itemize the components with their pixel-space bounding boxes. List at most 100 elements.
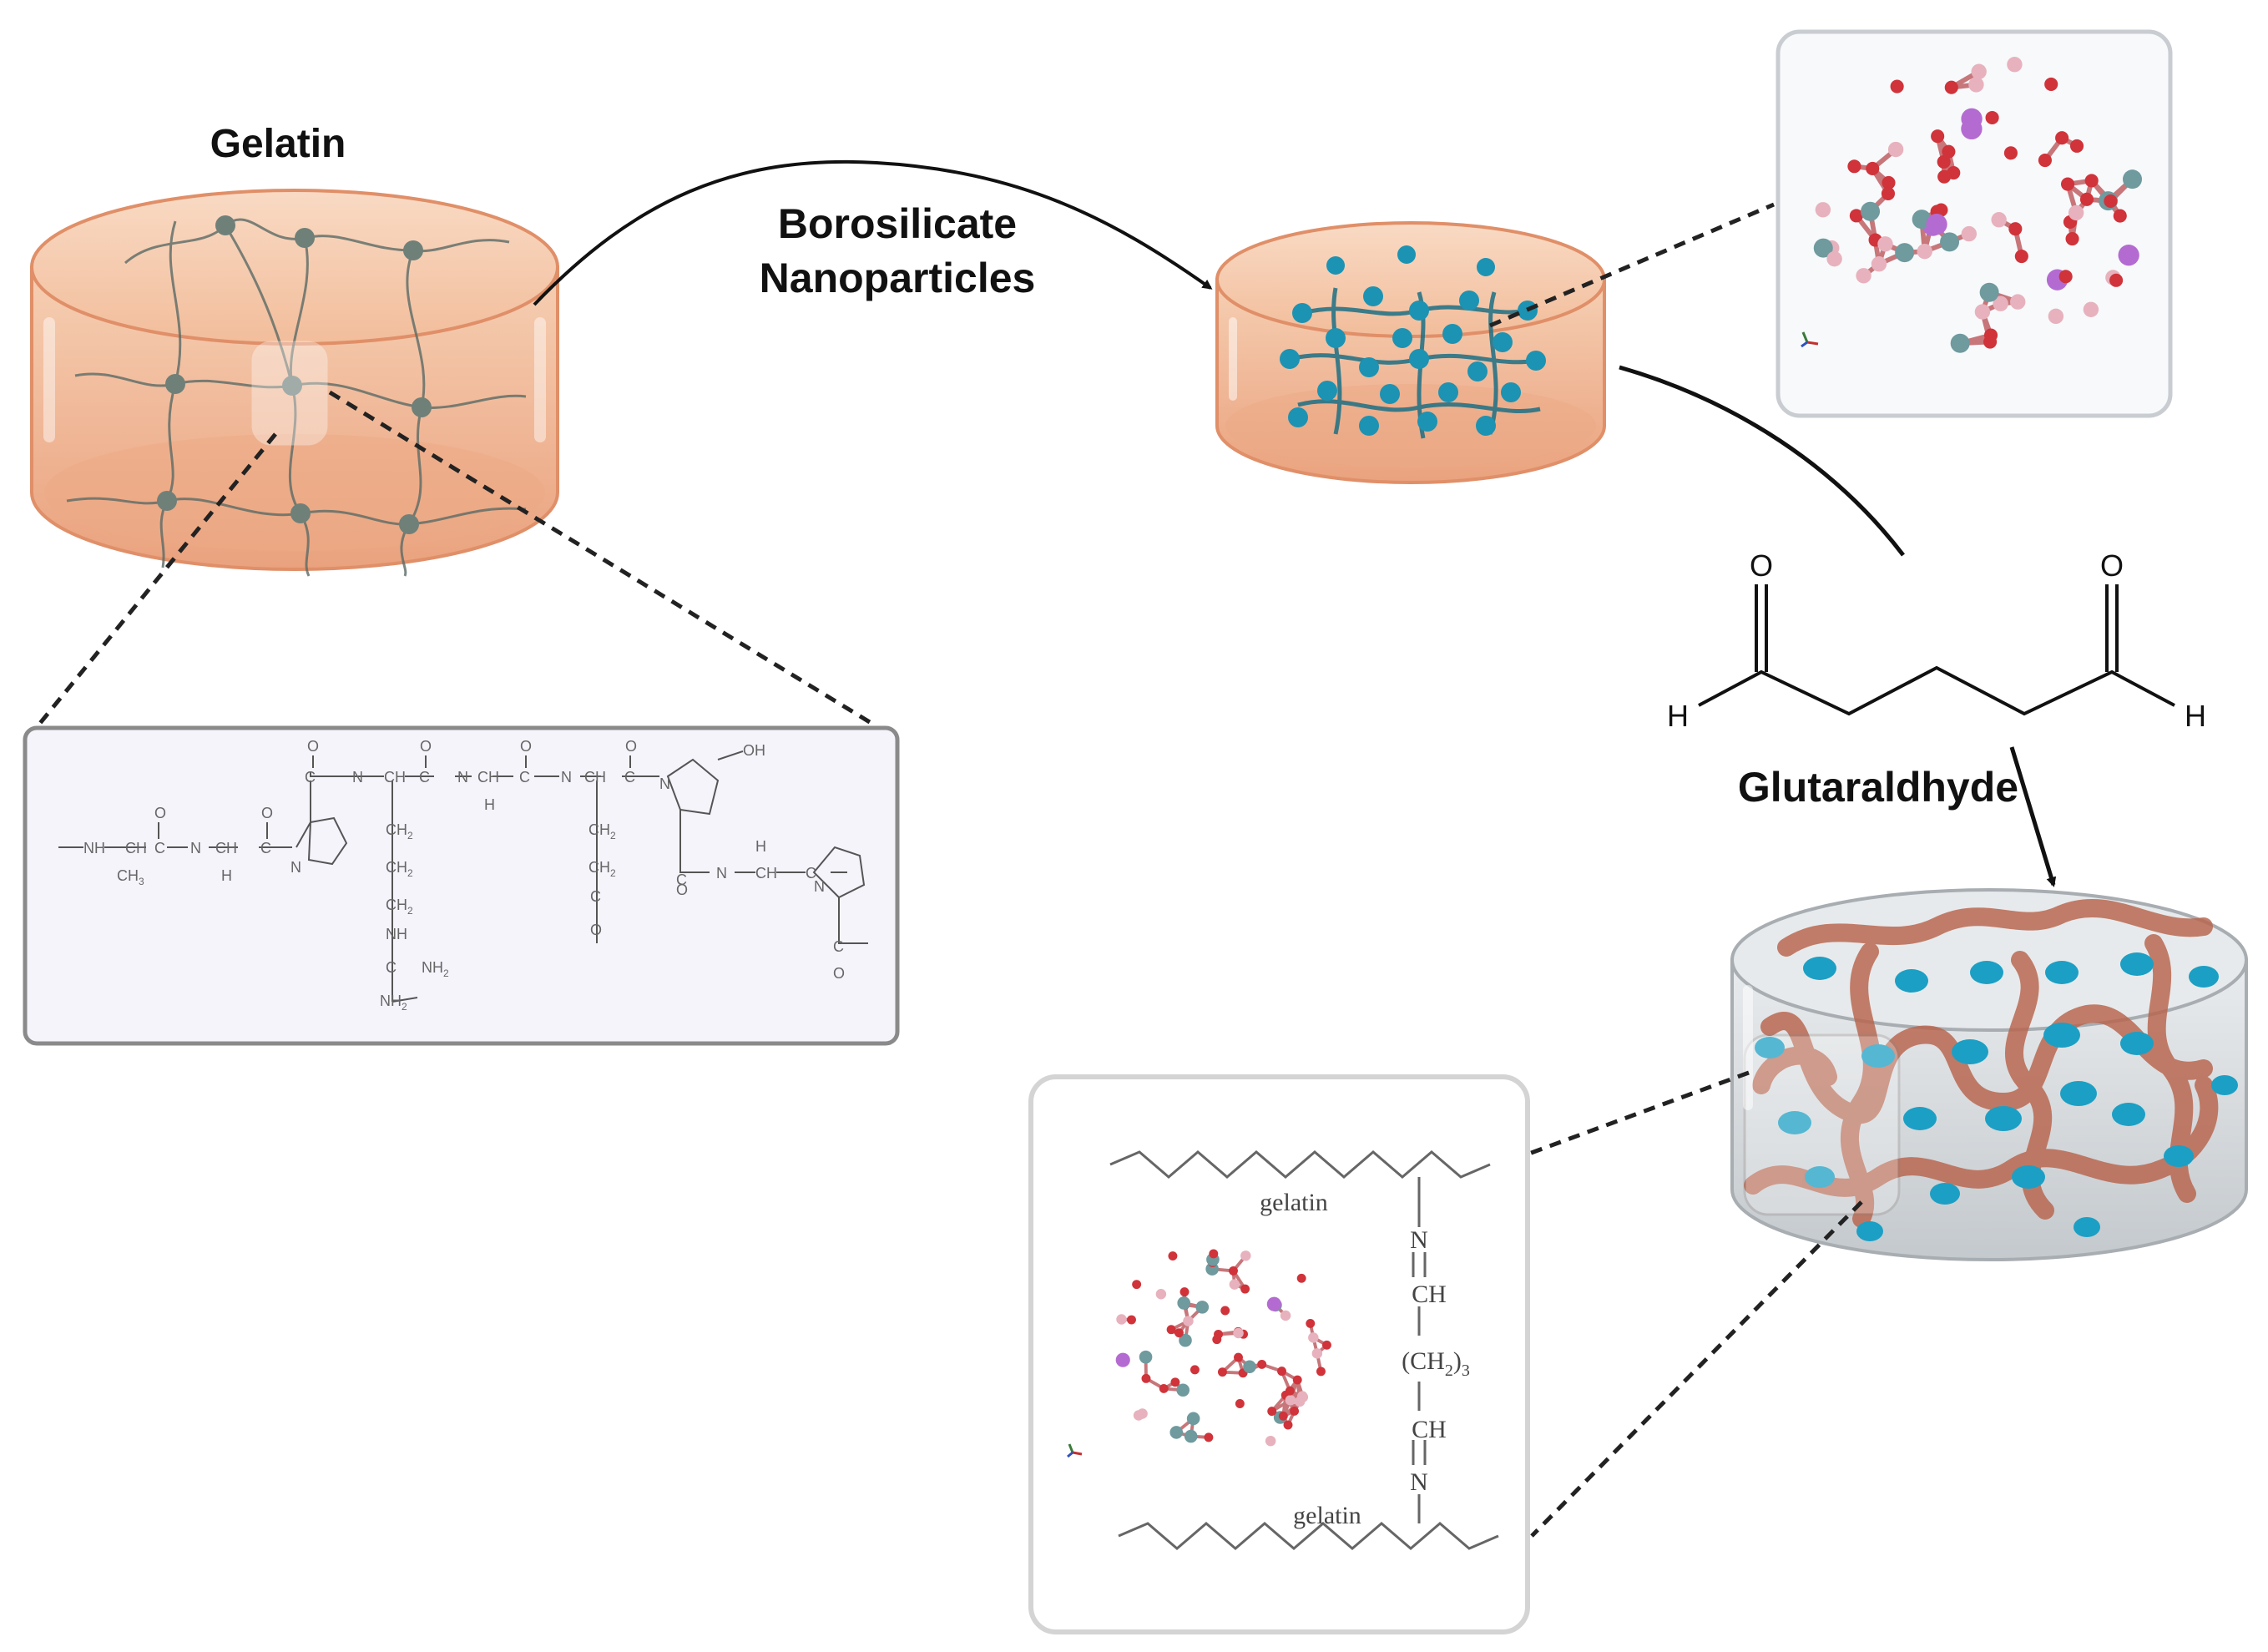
chem-ch3: CH3 [117,867,144,887]
atom-b [1917,243,1932,260]
atom-b [2068,205,2084,221]
glutaraldehyde-label: Glutaraldhyde [1738,764,2018,811]
atom-o [1944,80,1958,94]
atom-b [2048,308,2064,325]
nanoparticle-ovals [1755,952,2238,1241]
axis-icon [1801,331,1819,348]
gelatin-zoom-highlight [251,341,328,446]
atom-o [2084,174,2099,188]
atom-b [1233,1327,1244,1339]
atom-o [1890,79,1904,93]
nanoparticle-gel-cylinder [1215,221,1606,484]
chem-c: C [806,865,816,882]
chem-ch2: CH2 [386,821,413,841]
atom-si [1195,1301,1210,1314]
atom-o [1881,186,1896,201]
atom-b [1877,236,1893,252]
atom-o [1209,1249,1219,1259]
chem-ch: CH [384,769,406,786]
chem-o: O [625,738,637,755]
atom-b [1308,1332,1319,1343]
atom-o [1190,1365,1200,1375]
chem-n-ring: N [659,775,670,792]
atom-o [1866,161,1880,176]
atom-o [2038,154,2052,168]
atom-o [2008,222,2023,236]
chem-n: N [457,769,468,786]
atom-b [1133,1410,1144,1421]
atom-si [1184,1429,1198,1443]
atom-o [1257,1359,1267,1369]
atom-o [1166,1325,1176,1335]
chem-c: C [590,888,601,905]
chem-hydrogen-right: H [2185,699,2206,733]
atom-o [1277,1367,1286,1377]
chem-ch2: CH2 [588,821,616,841]
atom-o [1882,175,1896,189]
chem-o: O [520,738,532,755]
atom-o [1931,129,1945,144]
glutaraldehyde-structure: O O H H [1667,548,2206,733]
atom-b [1240,1250,1251,1261]
composite-zoom-lines [1510,1070,1863,1538]
arrow-crosslinking [2009,746,2057,887]
atom-si [1179,1333,1192,1347]
atom-o [2109,273,2124,287]
chem-ch2: CH2 [588,859,616,879]
atom-o [2113,209,2127,223]
atom-si [1895,243,1915,263]
chem-nh2: NH2 [380,993,407,1013]
atom-o [1235,1399,1245,1408]
chem-n-ring: N [290,859,301,876]
chem-c: C [519,769,530,786]
chem-c: C [386,959,397,976]
atom-b [1871,256,1887,272]
chem-ch2-group: (CH2)3 [1402,1347,1470,1380]
crosslink-chemistry-inset: gelatin gelatin N CH (CH2)3 CH N [1028,1074,1530,1634]
atom-si [1169,1426,1184,1439]
atom-si [1861,201,1881,221]
chem-h: H [221,867,232,884]
atom-o [2003,146,2018,160]
atom-o [1168,1251,1178,1261]
atom-o [2104,194,2118,209]
atom-o [1214,1329,1223,1339]
atom-o [1983,335,1998,349]
chem-n: N [561,769,572,786]
atom-o [1170,1377,1180,1387]
atom-b [1993,296,2008,311]
atom-o [1240,1284,1250,1294]
atom-o [1159,1383,1169,1393]
chem-c: C [833,938,844,955]
axis-icon-small [1067,1443,1083,1458]
chem-n-top: N [1410,1226,1428,1254]
chem-ch: CH [215,840,237,856]
atom-b [1229,1279,1240,1290]
chem-ch: CH [125,840,147,856]
borosilicate-label-line2: Nanoparticles [760,255,1036,301]
atom-si [1243,1360,1256,1374]
atom-b [2083,301,2099,317]
atom-o [1132,1280,1142,1290]
chem-n: N [190,840,201,856]
atom-b [1815,202,1831,218]
chem-c: C [305,769,316,786]
atom-o [1234,1352,1243,1362]
atom-b [1285,1395,1296,1406]
chem-n-bottom: N [1410,1468,1428,1496]
nanoparticle-zoom-line [1489,202,1775,328]
gelatin-text-top: gelatin [1260,1189,1328,1216]
atom-na [1961,108,1983,129]
gelatin-label: Gelatin [210,122,346,166]
atom-o [1217,1367,1227,1377]
atom-o [1283,1420,1293,1430]
chem-n: N [716,865,727,882]
chem-ch-bottom: CH [1412,1416,1447,1443]
atom-o [1296,1273,1306,1283]
atom-o [2079,192,2094,206]
chem-nh: NH [386,926,407,942]
atom-b [1265,1435,1276,1447]
atom-o [1179,1287,1190,1297]
atom-si [1813,238,1833,258]
borosilicate-molecule-model-small [1115,1249,1331,1447]
